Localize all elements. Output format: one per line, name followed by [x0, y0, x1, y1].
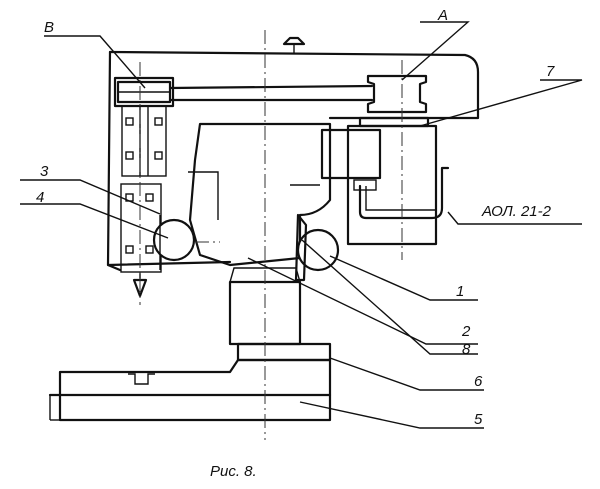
pulley-b [116, 80, 172, 104]
handwheel-right [294, 213, 340, 282]
callout-labels: А В 7 3 4 АОЛ. 21-2 1 2 8 6 5 [36, 7, 555, 428]
label-motor: АОЛ. 21-2 [481, 203, 552, 220]
leader-lines [20, 21, 583, 429]
label-2: 2 [461, 323, 471, 340]
top-handle [282, 36, 306, 54]
base-plate [48, 358, 332, 422]
label-b: В [44, 19, 54, 36]
label-1: 1 [456, 283, 464, 300]
label-7: 7 [546, 63, 555, 80]
label-6: 6 [474, 373, 483, 390]
label-4: 4 [36, 189, 44, 206]
spindle-arm [188, 122, 332, 267]
label-5: 5 [474, 411, 483, 428]
figure-caption: Рис. 8. [210, 463, 257, 480]
drive-belt [168, 84, 374, 102]
pulley-a [366, 74, 428, 114]
head-housing [106, 50, 480, 272]
handwheel-left [152, 215, 196, 270]
column-pedestal [228, 267, 332, 362]
label-a: А [437, 7, 448, 24]
axis-lines [139, 30, 403, 440]
label-3: 3 [40, 163, 49, 180]
label-8: 8 [462, 341, 471, 358]
motor-unit [320, 116, 450, 246]
